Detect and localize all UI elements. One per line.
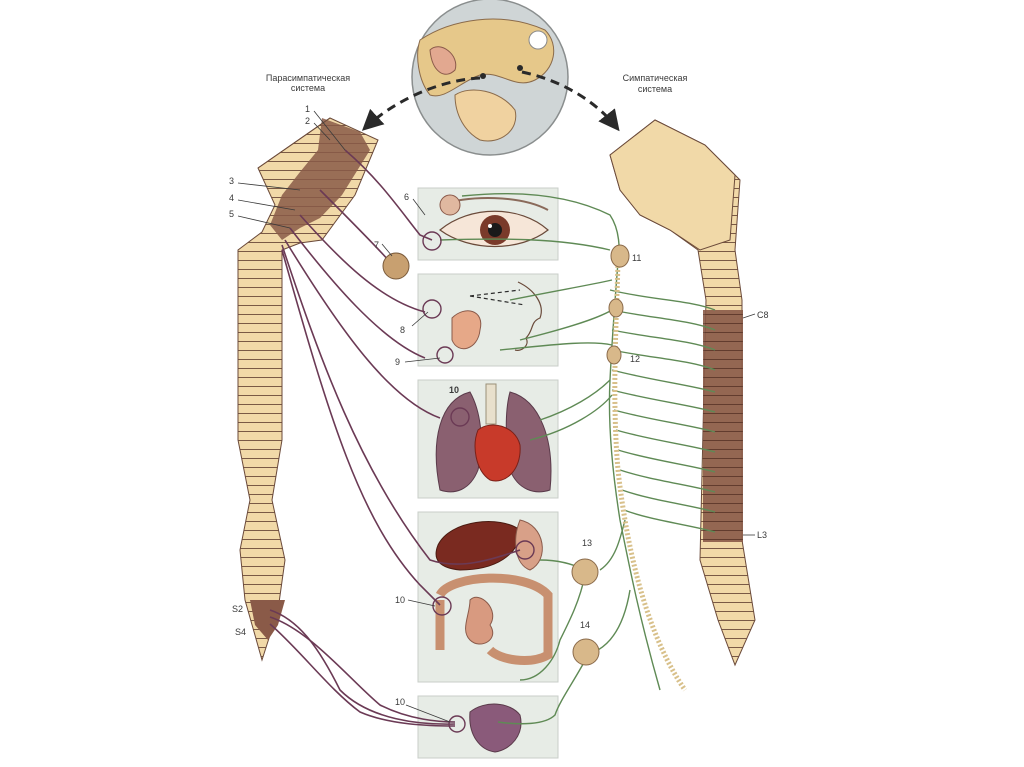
label-s4: S4	[235, 627, 246, 637]
leader-lines	[237, 110, 756, 723]
brain-inset	[411, 0, 569, 156]
panel-thorax	[417, 379, 559, 499]
sympathetic-header-line2: система	[638, 84, 672, 94]
parasympathetic-header-line2: система	[291, 83, 325, 93]
label-c8: C8	[757, 310, 769, 320]
label-s2: S2	[232, 604, 243, 614]
label-2: 2	[305, 116, 310, 126]
label-13: 13	[582, 538, 592, 548]
label-l3: L3	[757, 530, 767, 540]
label-8: 8	[400, 325, 405, 335]
arrow-to-parasympathetic	[361, 76, 481, 131]
label-5: 5	[229, 209, 234, 219]
parasympathetic-header-line1: Парасимпатическая	[266, 73, 350, 83]
sympathetic-trunk	[612, 261, 688, 692]
panel-face	[417, 273, 559, 367]
sympathetic-header-line1: Симпатическая	[623, 73, 688, 83]
label-14: 14	[580, 620, 590, 630]
label-1: 1	[305, 104, 310, 114]
label-7: 7	[374, 240, 379, 250]
ganglion-7	[382, 252, 410, 280]
label-10-intestine: 10	[395, 595, 405, 605]
label-9: 9	[395, 357, 400, 367]
parasympathetic-spinal-cord	[237, 117, 379, 662]
label-6: 6	[404, 192, 409, 202]
label-3: 3	[229, 176, 234, 186]
parasympathetic-nerves	[269, 149, 521, 727]
label-4: 4	[229, 193, 234, 203]
panel-eye	[417, 187, 559, 261]
ganglion-14	[572, 638, 600, 666]
label-10-bladder: 10	[395, 697, 405, 707]
ganglion-13	[571, 558, 599, 586]
label-12: 12	[630, 354, 640, 364]
ganglion-11	[610, 244, 630, 268]
ganglion-middle	[608, 298, 624, 318]
label-10-heart: 10	[449, 385, 459, 395]
ganglion-12	[606, 345, 622, 365]
panel-pelvis	[417, 695, 559, 759]
ganglia	[382, 231, 630, 733]
sympathetic-spinal-cord	[609, 119, 756, 667]
label-11: 11	[632, 253, 641, 263]
